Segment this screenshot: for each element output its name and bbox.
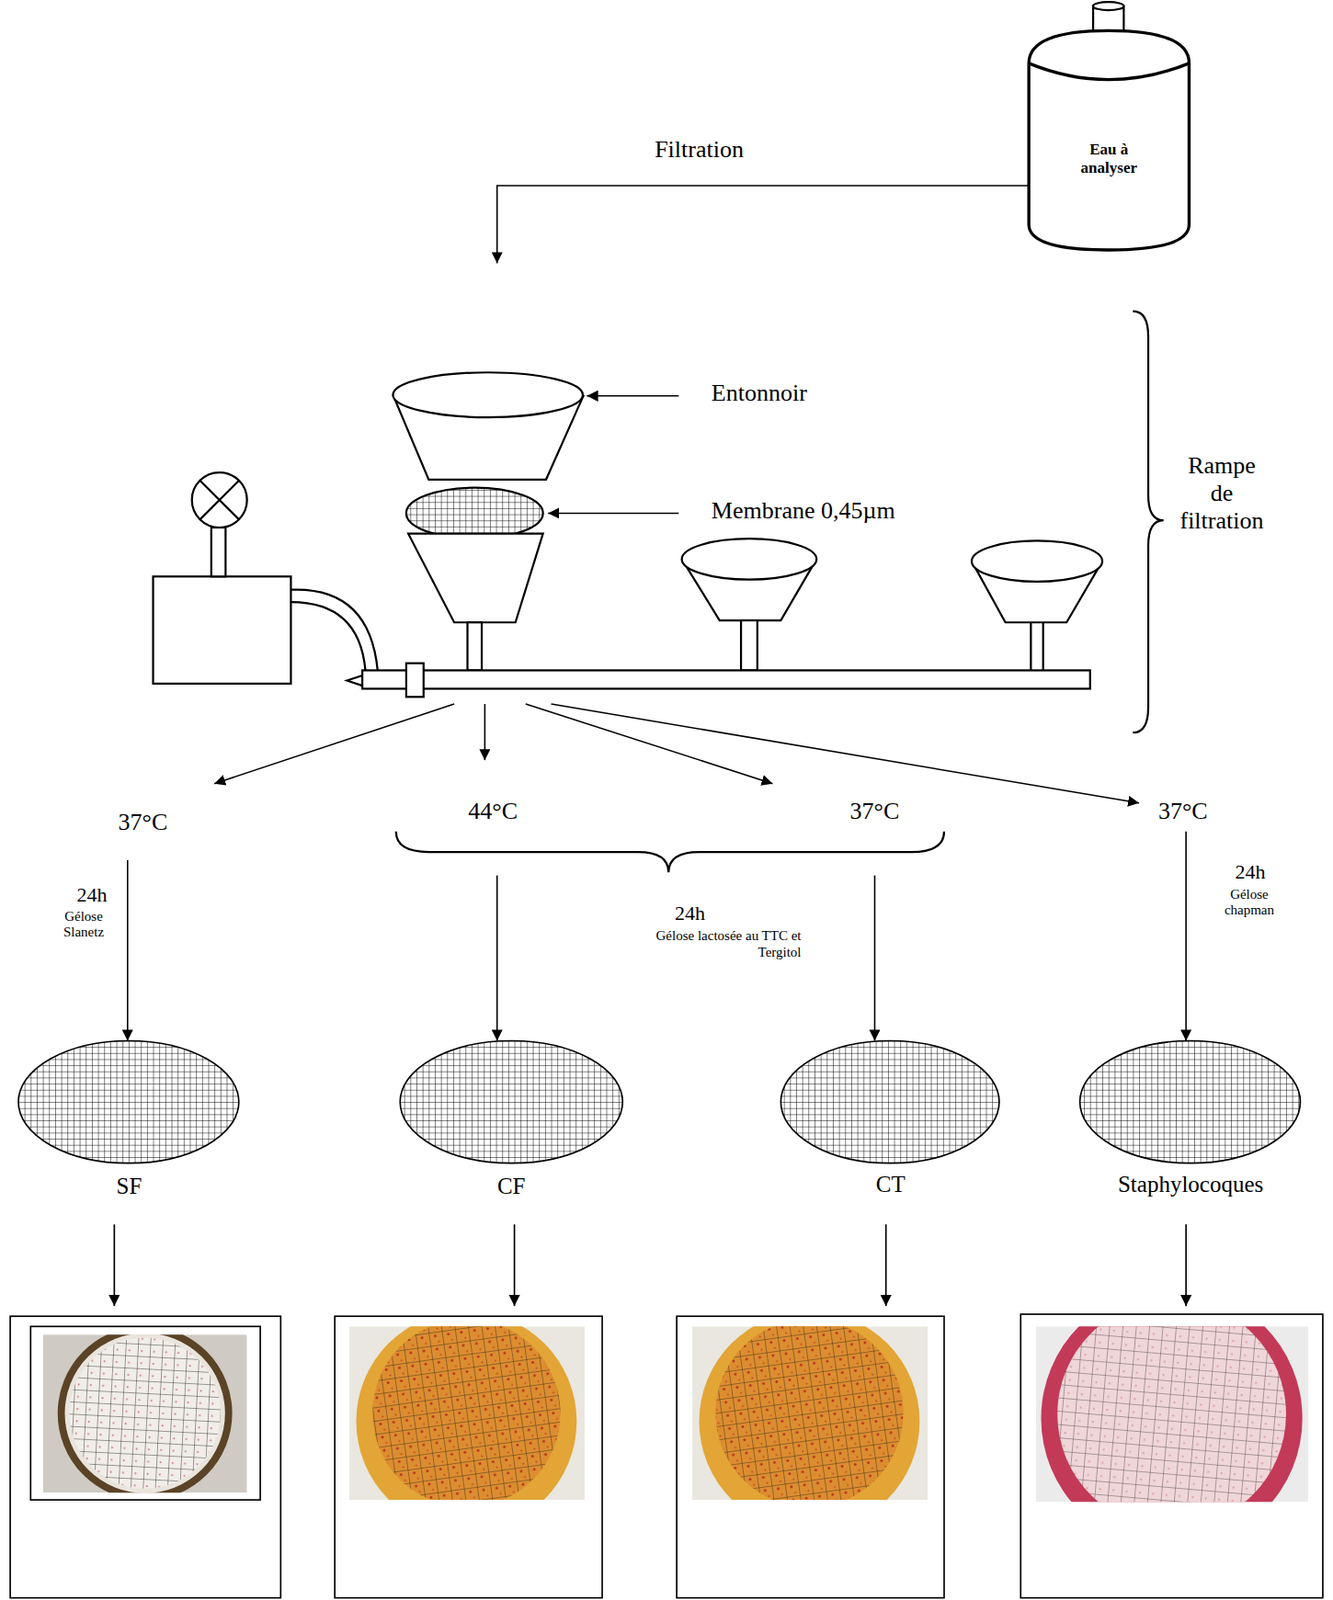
petri-photo — [68, 1338, 220, 1490]
water-bottle — [1028, 30, 1189, 251]
connector-arrow — [497, 185, 1029, 263]
water-bottle — [1028, 1, 1189, 251]
vacuum-manifold — [346, 675, 363, 686]
funnel-holders — [682, 538, 818, 580]
node-text: Eau à analyser — [1070, 140, 1148, 177]
petri-photo — [349, 1326, 585, 1501]
membrane-disc — [399, 1040, 623, 1163]
connector-arrow — [525, 704, 876, 1041]
vacuum-pump — [211, 527, 227, 577]
leader-arrow — [586, 395, 679, 398]
membrane-disc — [18, 1040, 240, 1163]
vacuum-manifold — [406, 663, 424, 698]
result-arrow — [113, 1224, 1186, 1307]
petri-photo — [715, 1326, 903, 1501]
medium-label: Gélose chapman — [1210, 887, 1288, 920]
water-bottle — [1028, 63, 1189, 80]
water-bottle — [1093, 1, 1124, 11]
duration-label: 24h — [663, 901, 718, 925]
membrane-node: CF — [399, 1040, 623, 1220]
vacuum-pump — [153, 576, 292, 684]
leader-arrow — [547, 396, 679, 514]
petri-photo — [43, 1334, 248, 1493]
petri-photo — [355, 1326, 577, 1501]
funnel-holders — [1030, 622, 1043, 671]
membrane-node: SF — [18, 1040, 240, 1220]
connector-line — [525, 704, 774, 785]
petri-photo — [1040, 1326, 1302, 1503]
vacuum-pump — [153, 472, 378, 684]
illustration — [10, 1, 1323, 1598]
top-funnel — [392, 372, 583, 418]
connector-line — [874, 876, 877, 1042]
petri-photo — [1057, 1326, 1287, 1503]
connector-label: Filtration — [632, 136, 765, 164]
connector-arrow — [551, 704, 1187, 1041]
funnel-holders — [740, 620, 758, 671]
photo-frame — [30, 1326, 261, 1501]
petri-photo — [692, 1326, 928, 1501]
connector-line — [497, 185, 1029, 263]
result-arrow — [113, 1224, 116, 1307]
leader-arrow — [547, 512, 679, 515]
connector-line — [484, 704, 487, 761]
membrane-node: Staphylocoques — [1080, 1040, 1302, 1220]
vacuum-manifold — [362, 670, 1091, 689]
temperature-label: 37°C — [107, 808, 180, 837]
petri-photo — [61, 1334, 229, 1493]
duration-label: 24h — [1224, 860, 1277, 884]
funnel-holders — [408, 534, 1103, 672]
top-funnel — [392, 372, 584, 480]
vacuum-pump — [290, 590, 377, 672]
temperature-label: 44°C — [456, 797, 529, 826]
petri-photo — [1036, 1326, 1309, 1503]
temperature-label: 37°C — [839, 797, 912, 826]
funnel-holders — [408, 534, 544, 624]
result-arrow — [885, 1224, 888, 1307]
part-label: Entonnoir — [711, 379, 916, 408]
connector-arrow — [484, 704, 497, 1041]
vacuum-manifold — [346, 663, 1090, 698]
node-text: Rampe de filtration — [1175, 452, 1268, 536]
result-arrow — [513, 1224, 516, 1307]
node-text: Staphylocoques — [1080, 1172, 1302, 1199]
grouping-brace — [396, 831, 945, 873]
filter-membrane — [406, 488, 544, 540]
temperature-label: 37°C — [1150, 797, 1215, 826]
connector-line — [214, 704, 455, 785]
funnel-holders — [971, 540, 1103, 582]
photo-frame — [10, 1316, 281, 1598]
membrane-disc — [18, 1040, 1300, 1163]
connector-arrow — [127, 704, 455, 1041]
petri-photo — [43, 1334, 248, 1493]
bottle-node: Eau à analyser — [1028, 1, 1189, 251]
ramp-bracket — [1132, 311, 1163, 734]
membrane-node: CT — [780, 1040, 1001, 1220]
vacuum-pump — [200, 480, 240, 520]
medium-label: Gélose Slanetz — [51, 909, 117, 942]
connector-line — [551, 704, 1140, 804]
membrane-disc — [780, 1040, 1000, 1163]
connector-line — [126, 860, 129, 1042]
petri-photo — [372, 1326, 560, 1501]
connector-line — [1184, 831, 1187, 1042]
membrane-disc — [1080, 1040, 1301, 1163]
result-arrow — [1184, 1224, 1187, 1307]
connector-line — [496, 876, 499, 1042]
vacuum-pump — [192, 472, 248, 528]
node-text: CF — [399, 1173, 623, 1201]
medium-label: Gélose lactosée au TTC et Tergitol — [642, 928, 801, 961]
filtration-ramp: Rampe de filtration — [142, 262, 1281, 705]
node-text: CT — [780, 1172, 1001, 1199]
duration-label: 24h — [68, 883, 114, 907]
node-text: SF — [18, 1173, 240, 1201]
funnel-holders — [467, 622, 482, 671]
part-label: Membrane 0,45µm — [711, 497, 1008, 525]
petri-photo — [699, 1326, 921, 1501]
